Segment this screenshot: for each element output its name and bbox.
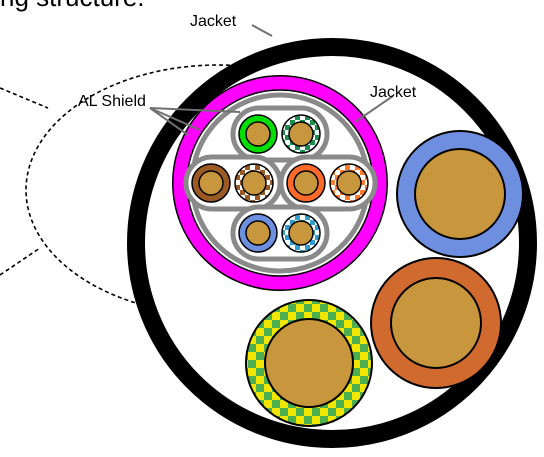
pair-blue bbox=[230, 204, 330, 262]
pair-orange bbox=[278, 154, 378, 212]
zoom-line-bottom bbox=[0, 247, 41, 276]
header-text: ng structure. bbox=[0, 0, 145, 13]
inner-jacket-label: Jacket bbox=[370, 84, 417, 101]
pair-brown bbox=[183, 154, 283, 212]
outer-jacket-label: Jacket bbox=[190, 13, 237, 30]
zoom-line-top bbox=[0, 87, 49, 109]
ground-conductor bbox=[245, 299, 373, 427]
power-conductor-blue bbox=[396, 130, 524, 258]
pair-green bbox=[230, 105, 330, 163]
al-shield-label: AL Shield bbox=[78, 93, 146, 110]
leader-lines bbox=[149, 24, 394, 136]
power-conductor-brown bbox=[370, 257, 502, 389]
data-bundle bbox=[172, 75, 388, 291]
